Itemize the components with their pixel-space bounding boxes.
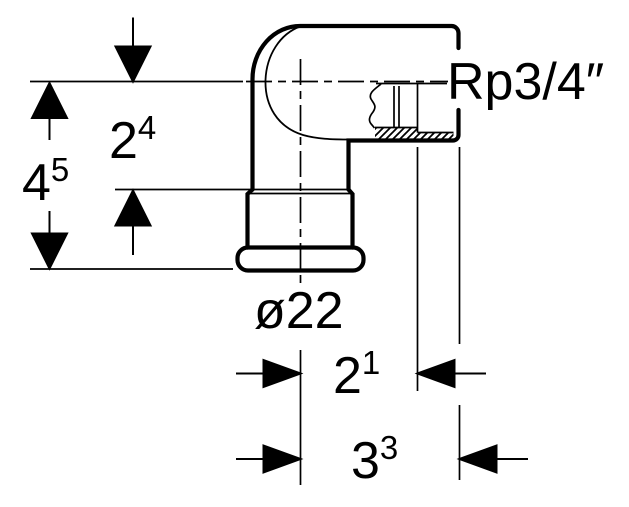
dim-center-to-shoulder-arrows xyxy=(113,17,153,255)
dim-overall-width-sup: 3 xyxy=(379,429,399,466)
dim-center-to-thread-end-value: 2 xyxy=(333,347,362,405)
dim-overall-width-arrows xyxy=(236,444,528,474)
dim-overall-height-label: 45 xyxy=(22,153,69,212)
thread-size-label: Rp3/4″ xyxy=(447,53,605,111)
dim-center-to-shoulder-value: 2 xyxy=(109,112,138,170)
thread-hatching xyxy=(375,127,454,141)
dim-center-to-shoulder-sup: 4 xyxy=(137,109,157,146)
dim-center-to-thread-end-label: 21 xyxy=(333,346,380,405)
elbow-inner-arc xyxy=(264,25,352,141)
dim-overall-width-label: 33 xyxy=(351,431,398,490)
dim-center-to-thread-end-arrows xyxy=(236,358,486,389)
dim-overall-height-arrows xyxy=(30,80,69,271)
centerlines xyxy=(246,59,448,285)
dim-overall-height-sup: 5 xyxy=(50,151,70,188)
dim-center-to-shoulder-label: 24 xyxy=(109,111,156,170)
extension-lines xyxy=(30,80,461,485)
thread-section-detail xyxy=(368,82,454,134)
dim-overall-height-value: 4 xyxy=(22,154,51,212)
diameter-label: ø22 xyxy=(254,282,344,340)
break-line xyxy=(368,83,382,129)
fitting-body-outline xyxy=(250,23,461,192)
dim-overall-width-value: 3 xyxy=(351,432,380,490)
dim-center-to-thread-end-sup: 1 xyxy=(361,344,381,381)
